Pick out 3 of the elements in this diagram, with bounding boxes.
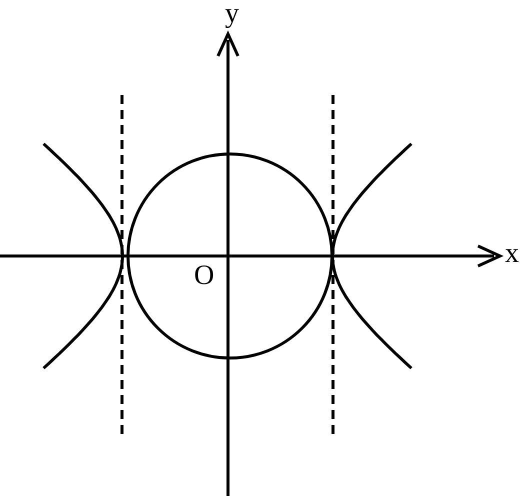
origin-label: O (194, 262, 214, 290)
axis-label: x (505, 240, 519, 268)
axis-label: y (225, 0, 239, 28)
